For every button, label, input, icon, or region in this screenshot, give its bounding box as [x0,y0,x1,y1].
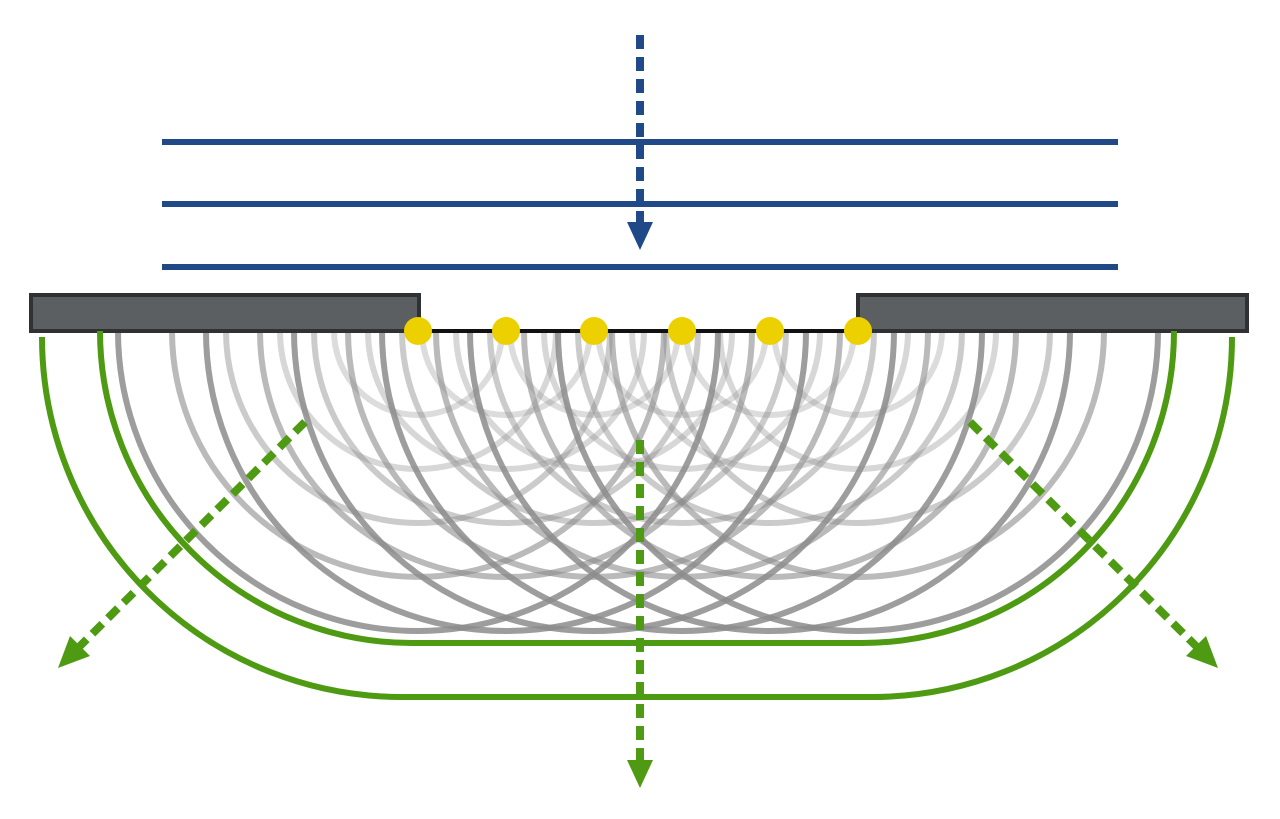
huygens-wavelet [487,330,877,526]
secondary-source-point [404,317,432,345]
secondary-source-point [492,317,520,345]
huygens-wavelet [467,330,1073,634]
barrier-wall-right [856,293,1249,333]
huygens-wavelet [257,330,755,580]
huygens-wavelet [663,330,1053,526]
huygens-wavelet [771,330,945,418]
secondary-source-point [756,317,784,345]
dashed-arrow-down-icon [627,440,653,788]
secondary-source-point [580,317,608,345]
huygens-wavelet [203,330,809,634]
dashed-arrow-down-icon [627,35,653,250]
huygens-wavelet [629,330,911,472]
huygens-wavelet [541,330,823,472]
huygens-wavelet [595,330,769,418]
huygens-wavelet [331,330,505,418]
diffracted-arrows [58,419,1218,788]
huygens-wavelet [683,330,857,418]
huygens-wavelet [419,330,593,418]
barrier-wall-left [29,293,421,333]
dashed-arrow-down-left-icon [58,419,308,668]
secondary-sources [404,317,872,345]
huygens-wavelets [115,330,1161,634]
huygens-wavelet [433,330,931,580]
dashed-arrow-down-right-icon [967,419,1218,668]
huygens-wavelet [115,330,721,634]
huygens-wavelet [575,330,965,526]
huygens-wavelet [169,330,667,580]
huygens-wavelet [291,330,897,634]
huygens-wavelet [379,330,985,634]
huygens-wavelet [223,330,613,526]
diffracted-wavefront-outer [39,336,1235,700]
huygens-wavelet [345,330,843,580]
huygens-wavelet [507,330,681,418]
barrier [29,293,1249,333]
secondary-source-point [668,317,696,345]
secondary-source-point [844,317,872,345]
incident-wavefronts [162,139,1118,270]
huygens-wavelet [521,330,1019,580]
huygens-wavelet [399,330,789,526]
huygens-wavelet [609,330,1107,580]
huygens-wavelet [311,330,701,526]
huygens-wavelet [717,330,999,472]
huygens-wavelet [555,330,1161,634]
